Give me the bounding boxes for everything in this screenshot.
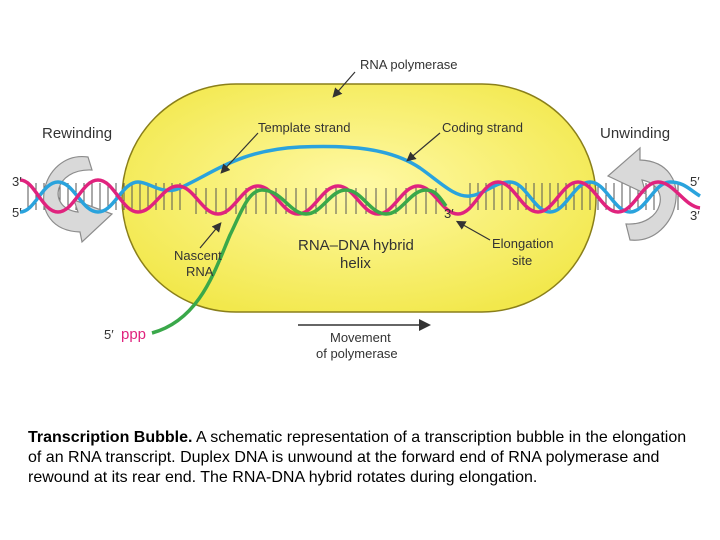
template-strand: [19, 178, 701, 216]
rna-polymerase-body: [121, 83, 597, 313]
movement-label-line1: Movement: [330, 330, 391, 345]
coding-strand-label: Coding strand: [442, 120, 523, 135]
template-strand-label: Template strand: [258, 120, 351, 135]
ppp-label: ppp: [121, 326, 146, 343]
nascent-rna-label-line1: Nascent: [174, 248, 222, 263]
elongation-site-label-line1: Elongation: [492, 236, 553, 251]
movement-label-line2: of polymerase: [316, 346, 398, 361]
caption-title: Transcription Bubble.: [28, 429, 193, 446]
left-bottom-end-label: 5′: [12, 205, 22, 220]
rna-polymerase-label: RNA polymerase: [360, 57, 458, 72]
rewinding-label: Rewinding: [42, 125, 112, 142]
elongation-site-label-line2: site: [512, 253, 532, 268]
caption-text: A schematic representation of a transcri…: [28, 429, 687, 486]
left-top-end-label: 3′: [12, 174, 22, 189]
coding-strand: [19, 144, 701, 214]
nascent-rna-label-line2: RNA: [186, 264, 214, 279]
figure-caption: Transcription Bubble. A schematic repres…: [28, 428, 698, 488]
rna-3prime-label: 3′: [444, 206, 454, 221]
rna-strand: [151, 188, 448, 335]
hybrid-label-line2: helix: [340, 255, 371, 272]
right-bottom-end-label: 3′: [690, 208, 700, 223]
unwinding-label: Unwinding: [600, 125, 670, 142]
rewinding-arrow-icon: [43, 156, 114, 244]
pointer-lines: [199, 71, 491, 249]
right-top-end-label: 5′: [690, 174, 700, 189]
unwinding-arrow-icon: [606, 146, 677, 241]
transcription-bubble-diagram: RNA polymerase Rewinding Unwinding Templ…: [12, 57, 701, 361]
hybrid-label-line1: RNA–DNA hybrid: [298, 237, 414, 254]
five-prime-label: 5′: [104, 327, 114, 342]
